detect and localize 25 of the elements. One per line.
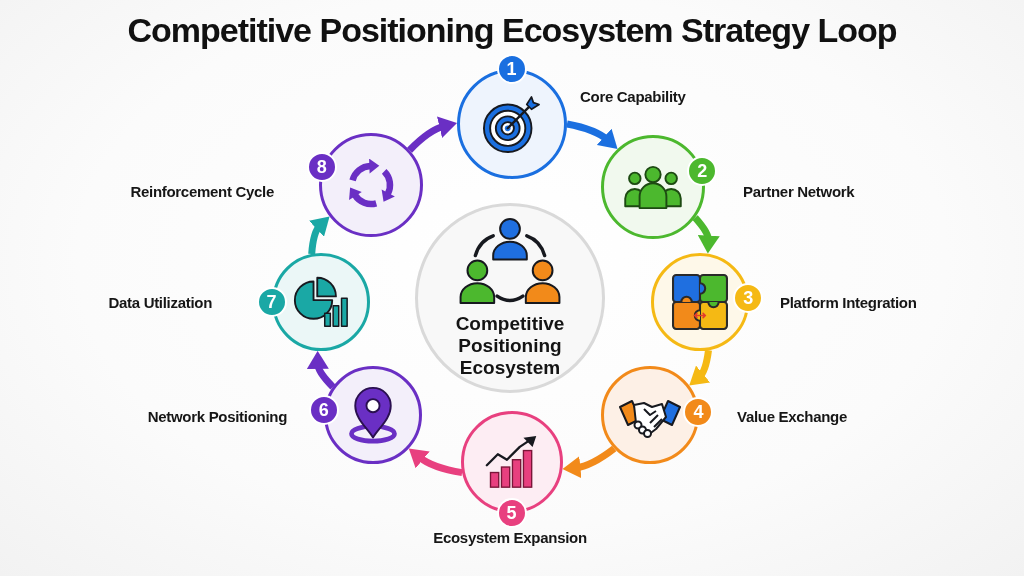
arrow [307, 350, 336, 390]
arrow [689, 349, 712, 387]
step-number: 2 [687, 156, 718, 187]
step-label: Platform Integration [780, 294, 917, 312]
arrow [562, 445, 617, 478]
arrow [566, 120, 618, 149]
step-number: 5 [496, 497, 527, 528]
arrow [407, 116, 457, 153]
step-number: 4 [683, 396, 714, 427]
step-number: 6 [308, 395, 339, 426]
step-number: 7 [256, 286, 287, 317]
step-number: 3 [733, 283, 764, 314]
step-label: Value Exchange [737, 408, 848, 426]
arrow [408, 448, 463, 477]
step-label: Reinforcement Cycle [130, 183, 274, 201]
step-label: Partner Network [743, 183, 855, 201]
step-label: Core Capability [580, 88, 686, 106]
step-label: Ecosystem Expansion [433, 529, 587, 547]
step-number: 8 [306, 151, 337, 182]
step-label: Network Positioning [147, 408, 287, 426]
step-label: Data Utilization [108, 294, 212, 312]
diagram-title: Competitive Positioning Ecosystem Strategy Loop [127, 10, 897, 51]
arrow [692, 215, 720, 254]
hub-title: Competitive Positioning Ecosystem [455, 313, 565, 379]
step-number: 1 [496, 53, 527, 84]
